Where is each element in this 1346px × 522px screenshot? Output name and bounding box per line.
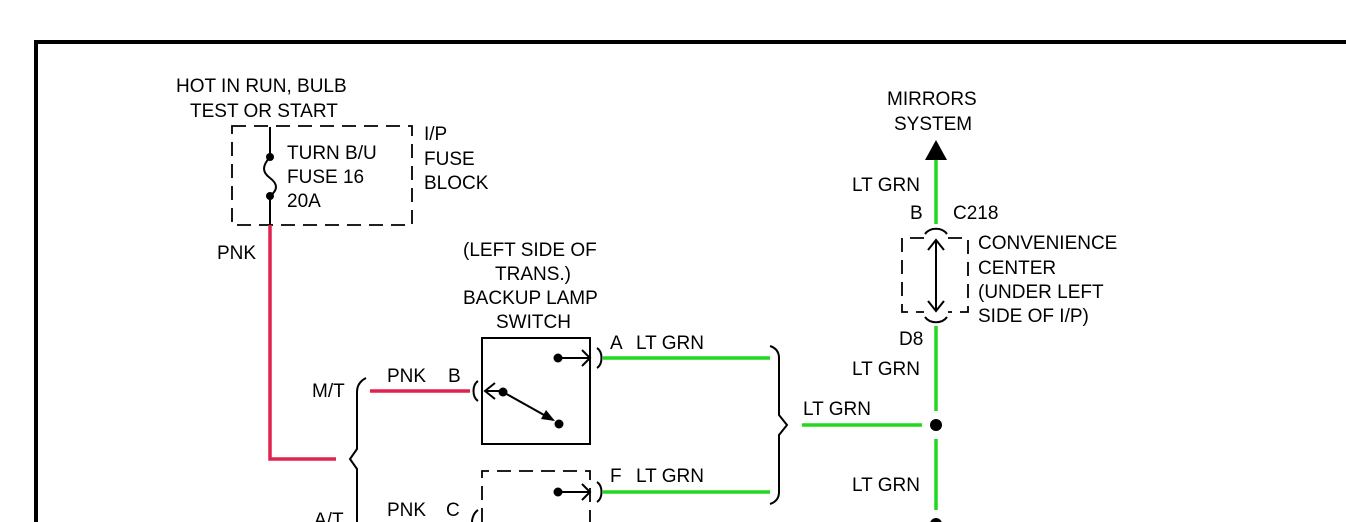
pnk-b-wire-label: PNK (387, 366, 426, 387)
power-source-label-line1: HOT IN RUN, BULB (176, 76, 347, 97)
convenience-label-line3: (UNDER LEFT (978, 282, 1104, 303)
convenience-label-line4: SIDE OF I/P) (978, 306, 1089, 327)
pnk-main-wire (268, 225, 336, 461)
switch-blade-arrow (541, 410, 555, 421)
switch-label-line4: SWITCH (496, 312, 571, 333)
fuse-block-label-line2: FUSE (424, 149, 475, 170)
fuse-block-box (231, 125, 413, 226)
at-label: A/T (314, 510, 344, 522)
pin-b-top-label: B (910, 203, 923, 224)
connector-c218-top (924, 227, 948, 235)
connector-c218-bottom (924, 316, 948, 324)
power-source-label-line2: TEST OR START (190, 101, 338, 122)
switch-label-line2: TRANS.) (495, 264, 571, 285)
convenience-center-box-right (948, 237, 969, 313)
fuse-block-label-line1: I/P (424, 124, 447, 145)
lt-grn-splice-wire-label: LT GRN (803, 399, 871, 420)
lt-grn-a-wire-label: LT GRN (636, 333, 704, 354)
pin-a-terminal (581, 349, 592, 367)
lower-splice-point (930, 518, 942, 522)
pin-a-label: A (610, 333, 623, 354)
lt-grn-low-label: LT GRN (852, 475, 920, 496)
connector-f (596, 481, 603, 503)
connector-b (472, 380, 479, 402)
fuse-label-line2: FUSE 16 (287, 167, 364, 188)
transmission-brace (348, 377, 367, 522)
convenience-link-arrow-top (927, 238, 945, 251)
mirrors-arrow-icon (925, 140, 947, 160)
pnk-main-wire-label: PNK (217, 243, 256, 264)
mt-label: M/T (312, 381, 345, 402)
pin-f-label: F (610, 466, 622, 487)
mirrors-label-line2: SYSTEM (894, 114, 972, 135)
lt-grn-mid-label: LT GRN (852, 359, 920, 380)
convenience-center-box (901, 237, 924, 313)
diagram-frame (34, 40, 1346, 522)
switch-contact (554, 419, 564, 429)
lt-grn-top-label: LT GRN (852, 175, 920, 196)
convenience-link-arrow-bottom (927, 300, 945, 313)
pnk-c-wire-label: PNK (387, 500, 426, 521)
mirrors-label-line1: MIRRORS (887, 89, 977, 110)
pin-b-label: B (448, 366, 461, 387)
fuse-label-line1: TURN B/U (287, 143, 377, 164)
fuse-label-line3: 20A (287, 191, 321, 212)
pin-d8-label: D8 (899, 329, 923, 350)
at-switch-box (481, 470, 591, 522)
pin-c-label: C (446, 500, 460, 521)
connector-c218-label: C218 (953, 203, 998, 224)
fuse-element (263, 156, 277, 197)
connector-a (596, 347, 603, 369)
fuse-block-label-line3: BLOCK (424, 173, 489, 194)
pin-f-terminal (581, 483, 592, 501)
switch-label-line3: BACKUP LAMP (463, 288, 598, 309)
connector-c (471, 509, 479, 522)
switch-label-line1: (LEFT SIDE OF (463, 240, 597, 261)
lt-grn-f-wire-label: LT GRN (636, 466, 704, 487)
convenience-label-line2: CENTER (978, 258, 1056, 279)
mt-switch-box (481, 337, 591, 445)
splice-point (930, 419, 942, 431)
join-brace (769, 345, 789, 505)
convenience-label-line1: CONVENIENCE (978, 233, 1117, 254)
